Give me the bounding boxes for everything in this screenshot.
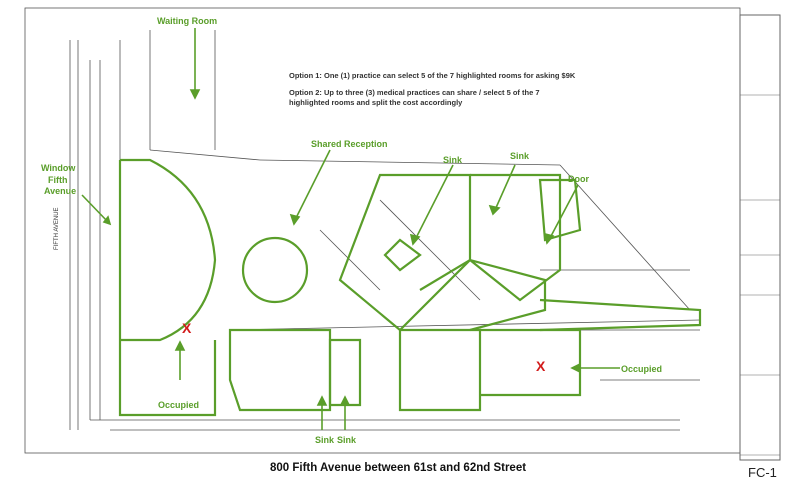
option-2-note-line1: Option 2: Up to three (3) medical practi… xyxy=(289,88,540,97)
label-sink: Sink xyxy=(337,435,357,445)
label-sink: Sink xyxy=(315,435,335,445)
option-2-note-line2: highlighted rooms and split the cost acc… xyxy=(289,98,463,107)
label-avenue: Avenue xyxy=(44,186,77,196)
sheet-number: FC-1 xyxy=(748,465,777,480)
label-occupied-left: Occupied xyxy=(158,400,200,410)
footer-title: 800 Fifth Avenue between 61st and 62nd S… xyxy=(270,462,527,474)
label-shared-reception: Shared Reception xyxy=(311,139,388,149)
occupied-mark-right: X xyxy=(536,358,546,374)
label-sink: Sink xyxy=(510,151,530,161)
label-fifth: Fifth xyxy=(48,175,68,185)
street-label: FIFTH AVENUE xyxy=(54,207,60,250)
label-window: Window xyxy=(41,163,76,173)
label-waiting-room: Waiting Room xyxy=(157,16,218,26)
option-1-note: Option 1: One (1) practice can select 5 … xyxy=(289,71,576,80)
callout-arrows xyxy=(81,28,620,430)
label-occupied-right: Occupied xyxy=(621,364,663,374)
occupied-mark-left: X xyxy=(182,320,192,336)
title-block xyxy=(739,14,781,461)
label-sink: Sink xyxy=(443,155,463,165)
highlighted-rooms xyxy=(118,158,702,417)
title-block-dividers xyxy=(740,94,780,456)
label-door: Door xyxy=(568,174,589,184)
